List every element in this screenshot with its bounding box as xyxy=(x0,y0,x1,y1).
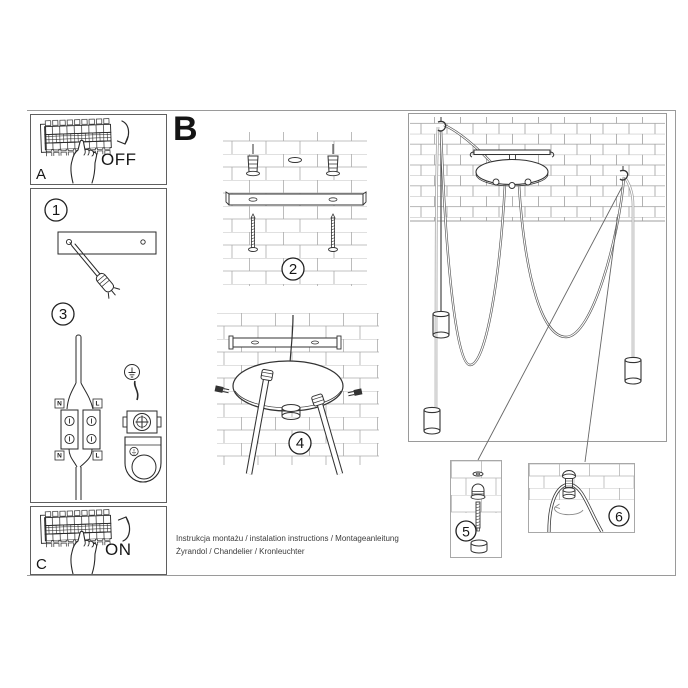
steps-1-3-box: 1 3 xyxy=(30,188,167,503)
bottom-rule xyxy=(27,575,676,576)
cable-tube-right xyxy=(311,393,344,475)
mounting-bracket-bar xyxy=(225,191,367,206)
step-6-detail-box: 6 xyxy=(528,463,635,533)
svg-text:1: 1 xyxy=(52,202,60,219)
mounting-bar xyxy=(469,149,555,160)
breaker-panel-illustration xyxy=(39,508,112,548)
mounting-bracket-illustration xyxy=(57,231,157,255)
cable-tube-left xyxy=(245,368,274,475)
step-5-detail-box: 5 xyxy=(450,460,502,558)
panel-a: OFF A xyxy=(30,114,167,185)
step-4-illustration: 4 xyxy=(207,313,387,478)
canopy-dome xyxy=(232,360,344,412)
wall-anchor-right xyxy=(326,144,340,177)
svg-text:4: 4 xyxy=(296,435,304,452)
pointing-hand-icon xyxy=(70,530,98,574)
label-n-bottom: N xyxy=(57,453,62,460)
step-3-number-badge: 3 xyxy=(51,302,75,326)
cover-cup xyxy=(470,539,488,554)
step-6-number-badge: 6 xyxy=(608,505,630,527)
footer-line-1: Instrukcja montażu / instalation instruc… xyxy=(176,534,399,543)
steps-1-3-illustration: 1 3 xyxy=(44,198,162,500)
screwdriver-icon xyxy=(69,242,121,299)
pendant-socket-right xyxy=(624,356,642,385)
central-cable-gland xyxy=(281,404,301,420)
main-chandelier-illustration xyxy=(408,113,667,442)
screw-left xyxy=(248,213,258,252)
svg-text:6: 6 xyxy=(615,509,623,525)
terminal-block-wiring-illustration: N L N L xyxy=(54,334,103,500)
step-5-number-badge: 5 xyxy=(455,520,477,542)
cable-drop-gray-left xyxy=(434,126,440,410)
feed-cable xyxy=(289,314,294,364)
top-rule xyxy=(27,110,676,111)
pointing-hand-icon xyxy=(70,139,98,184)
ceiling-hook-left xyxy=(437,117,447,132)
pendant-socket-left-upper xyxy=(432,310,450,339)
rotation-arrow-icon xyxy=(554,503,584,516)
curved-arrow-up-icon xyxy=(117,516,131,542)
step-2-illustration: 2 xyxy=(215,128,390,290)
wall-anchor-left xyxy=(246,144,260,177)
panel-a-label: A xyxy=(36,166,46,183)
screw-right xyxy=(328,213,338,252)
right-frame-edge xyxy=(675,110,676,576)
footer-line-2: Żyrandol / Chandelier / Kronleuchter xyxy=(176,547,305,557)
cable-hole xyxy=(288,157,302,163)
curved-arrow-down-icon xyxy=(116,120,130,145)
footer-text: Instrukcja montażu / instalation instruc… xyxy=(176,534,456,562)
anchor-dome xyxy=(470,483,486,500)
section-b-label: B xyxy=(173,110,198,148)
mounting-bracket-bar xyxy=(228,335,342,350)
washer xyxy=(472,471,484,477)
cable-drop-gray-right xyxy=(624,178,635,360)
earth-symbol-icon xyxy=(124,364,140,380)
side-screw-right xyxy=(347,388,363,397)
ceiling-hook xyxy=(562,470,576,500)
earth-wire xyxy=(133,380,139,401)
label-n-top: N xyxy=(57,401,62,408)
earth-terminal-illustration xyxy=(122,410,162,483)
label-l-top: L xyxy=(96,401,100,408)
hook-screw-shaft xyxy=(475,501,481,532)
step-1-number-badge: 1 xyxy=(44,198,68,222)
ceiling-hook-right xyxy=(619,166,629,181)
svg-text:3: 3 xyxy=(59,306,67,323)
panel-c-illustration: ON C xyxy=(36,508,132,574)
panel-c: ON C xyxy=(30,506,167,575)
svg-text:5: 5 xyxy=(462,524,470,540)
side-screw-left xyxy=(214,385,230,394)
label-l-bottom: L xyxy=(96,453,100,460)
panel-c-label: C xyxy=(36,556,47,573)
canopy xyxy=(475,158,549,189)
step-2-number-badge: 2 xyxy=(281,257,305,281)
step-4-number-badge: 4 xyxy=(288,431,312,455)
svg-text:2: 2 xyxy=(289,261,297,278)
pendant-socket-left-lower xyxy=(423,406,441,435)
panel-c-action-label: ON xyxy=(105,540,132,559)
panel-a-action-label: OFF xyxy=(101,150,137,169)
panel-a-illustration: OFF A xyxy=(36,117,137,184)
